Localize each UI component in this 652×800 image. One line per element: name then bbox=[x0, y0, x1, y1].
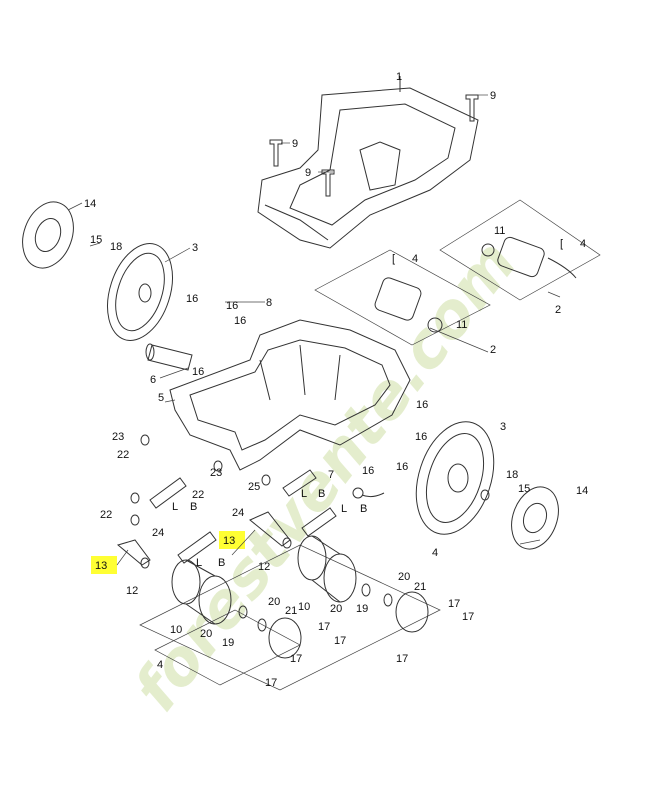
label-4: 4 bbox=[432, 547, 438, 559]
label-9: 9 bbox=[305, 167, 311, 179]
label-10: 10 bbox=[298, 601, 310, 613]
motor-4-middle bbox=[374, 277, 443, 333]
label-9: 9 bbox=[292, 138, 298, 150]
label-L: L bbox=[172, 501, 178, 513]
label-18: 18 bbox=[110, 241, 122, 253]
label-16: 16 bbox=[226, 300, 238, 312]
label-20: 20 bbox=[200, 628, 212, 640]
label-11: 11 bbox=[494, 225, 505, 237]
label-15: 15 bbox=[90, 234, 102, 246]
label-B: B bbox=[318, 488, 325, 500]
label-2: 2 bbox=[555, 304, 561, 316]
label-8: 8 bbox=[266, 297, 272, 309]
label-14: 14 bbox=[576, 485, 588, 497]
motor-4-upper bbox=[481, 236, 577, 279]
label-17: 17 bbox=[265, 677, 277, 689]
screw-9-group bbox=[269, 94, 479, 197]
label-23: 23 bbox=[112, 431, 124, 443]
label-4: 4 bbox=[157, 659, 163, 671]
label-B: B bbox=[190, 501, 197, 513]
highlight-13-right bbox=[219, 531, 245, 549]
chassis-8-part bbox=[169, 319, 411, 471]
label-25: 25 bbox=[248, 481, 260, 493]
label-12: 12 bbox=[126, 585, 138, 597]
label-3: 3 bbox=[192, 242, 198, 254]
leader-lines bbox=[67, 94, 561, 566]
label-L: L bbox=[301, 488, 307, 500]
label-16: 16 bbox=[234, 315, 246, 327]
label-19: 19 bbox=[222, 637, 234, 649]
label-14: 14 bbox=[84, 198, 96, 210]
label-21: 21 bbox=[285, 605, 297, 617]
label-16: 16 bbox=[362, 465, 374, 477]
label-22: 22 bbox=[192, 489, 204, 501]
label-12: 12 bbox=[258, 561, 270, 573]
label-24: 24 bbox=[152, 527, 164, 539]
label-17: 17 bbox=[462, 611, 474, 623]
label-4: 4 bbox=[412, 253, 418, 265]
label-16: 16 bbox=[192, 366, 204, 378]
label-2: 2 bbox=[490, 344, 496, 356]
watermark: forestvente.com bbox=[119, 227, 530, 725]
label-16: 16 bbox=[396, 461, 408, 473]
label-17: 17 bbox=[290, 653, 302, 665]
label-1: 1 bbox=[396, 71, 402, 83]
label-16: 16 bbox=[416, 399, 428, 411]
label-B: B bbox=[360, 503, 367, 515]
label-11: 11 bbox=[456, 319, 467, 331]
wheel-cap-14-left bbox=[22, 201, 74, 269]
wheel-cap-14-right bbox=[511, 486, 559, 550]
label-17: 17 bbox=[334, 635, 346, 647]
hub-covers bbox=[268, 591, 429, 659]
label-10: 10 bbox=[170, 624, 182, 636]
label-17: 17 bbox=[448, 598, 460, 610]
wheel-3-left bbox=[107, 243, 173, 341]
label-13: 13 bbox=[223, 535, 235, 547]
label-bracket: [ bbox=[560, 238, 563, 250]
washers bbox=[130, 434, 490, 632]
label-3: 3 bbox=[500, 421, 506, 433]
wheel-3-right bbox=[415, 421, 495, 535]
label-21: 21 bbox=[414, 581, 426, 593]
label-4: 4 bbox=[580, 238, 586, 250]
drum-10-left bbox=[171, 559, 232, 625]
pivot-arm-13-right bbox=[249, 511, 292, 549]
label-bracket: [ bbox=[392, 253, 395, 265]
label-20: 20 bbox=[330, 603, 342, 615]
pivot-arm-13-left bbox=[116, 539, 151, 569]
label-L: L bbox=[341, 503, 347, 515]
sensor-7-part bbox=[352, 487, 385, 499]
label-23: 23 bbox=[210, 467, 222, 479]
label-22: 22 bbox=[100, 509, 112, 521]
label-17: 17 bbox=[318, 621, 330, 633]
label-L: L bbox=[196, 557, 202, 569]
label-18: 18 bbox=[506, 469, 518, 481]
label-20: 20 bbox=[268, 596, 280, 608]
label-7: 7 bbox=[328, 469, 334, 481]
label-16: 16 bbox=[186, 293, 198, 305]
label-5: 5 bbox=[158, 392, 164, 404]
top-housing-part bbox=[257, 76, 479, 249]
label-19: 19 bbox=[356, 603, 368, 615]
label-24: 24 bbox=[232, 507, 244, 519]
label-17: 17 bbox=[396, 653, 408, 665]
label-B: B bbox=[218, 557, 225, 569]
drum-10-right bbox=[297, 535, 357, 603]
watermark-text: forestvente.com bbox=[119, 227, 530, 725]
rod-6-part bbox=[145, 343, 193, 371]
label-20: 20 bbox=[398, 571, 410, 583]
motor-box-2-upper bbox=[314, 199, 601, 346]
label-22: 22 bbox=[117, 449, 129, 461]
label-13: 13 bbox=[95, 560, 107, 572]
label-16: 16 bbox=[415, 431, 427, 443]
highlight-13-left bbox=[91, 556, 117, 574]
label-6: 6 bbox=[150, 374, 156, 386]
label-15: 15 bbox=[518, 483, 530, 495]
part-labels: 9 9 9 14 15 18 3 1 4 11 4 11 2 2 16 16 1… bbox=[84, 71, 588, 689]
label-9: 9 bbox=[490, 90, 496, 102]
